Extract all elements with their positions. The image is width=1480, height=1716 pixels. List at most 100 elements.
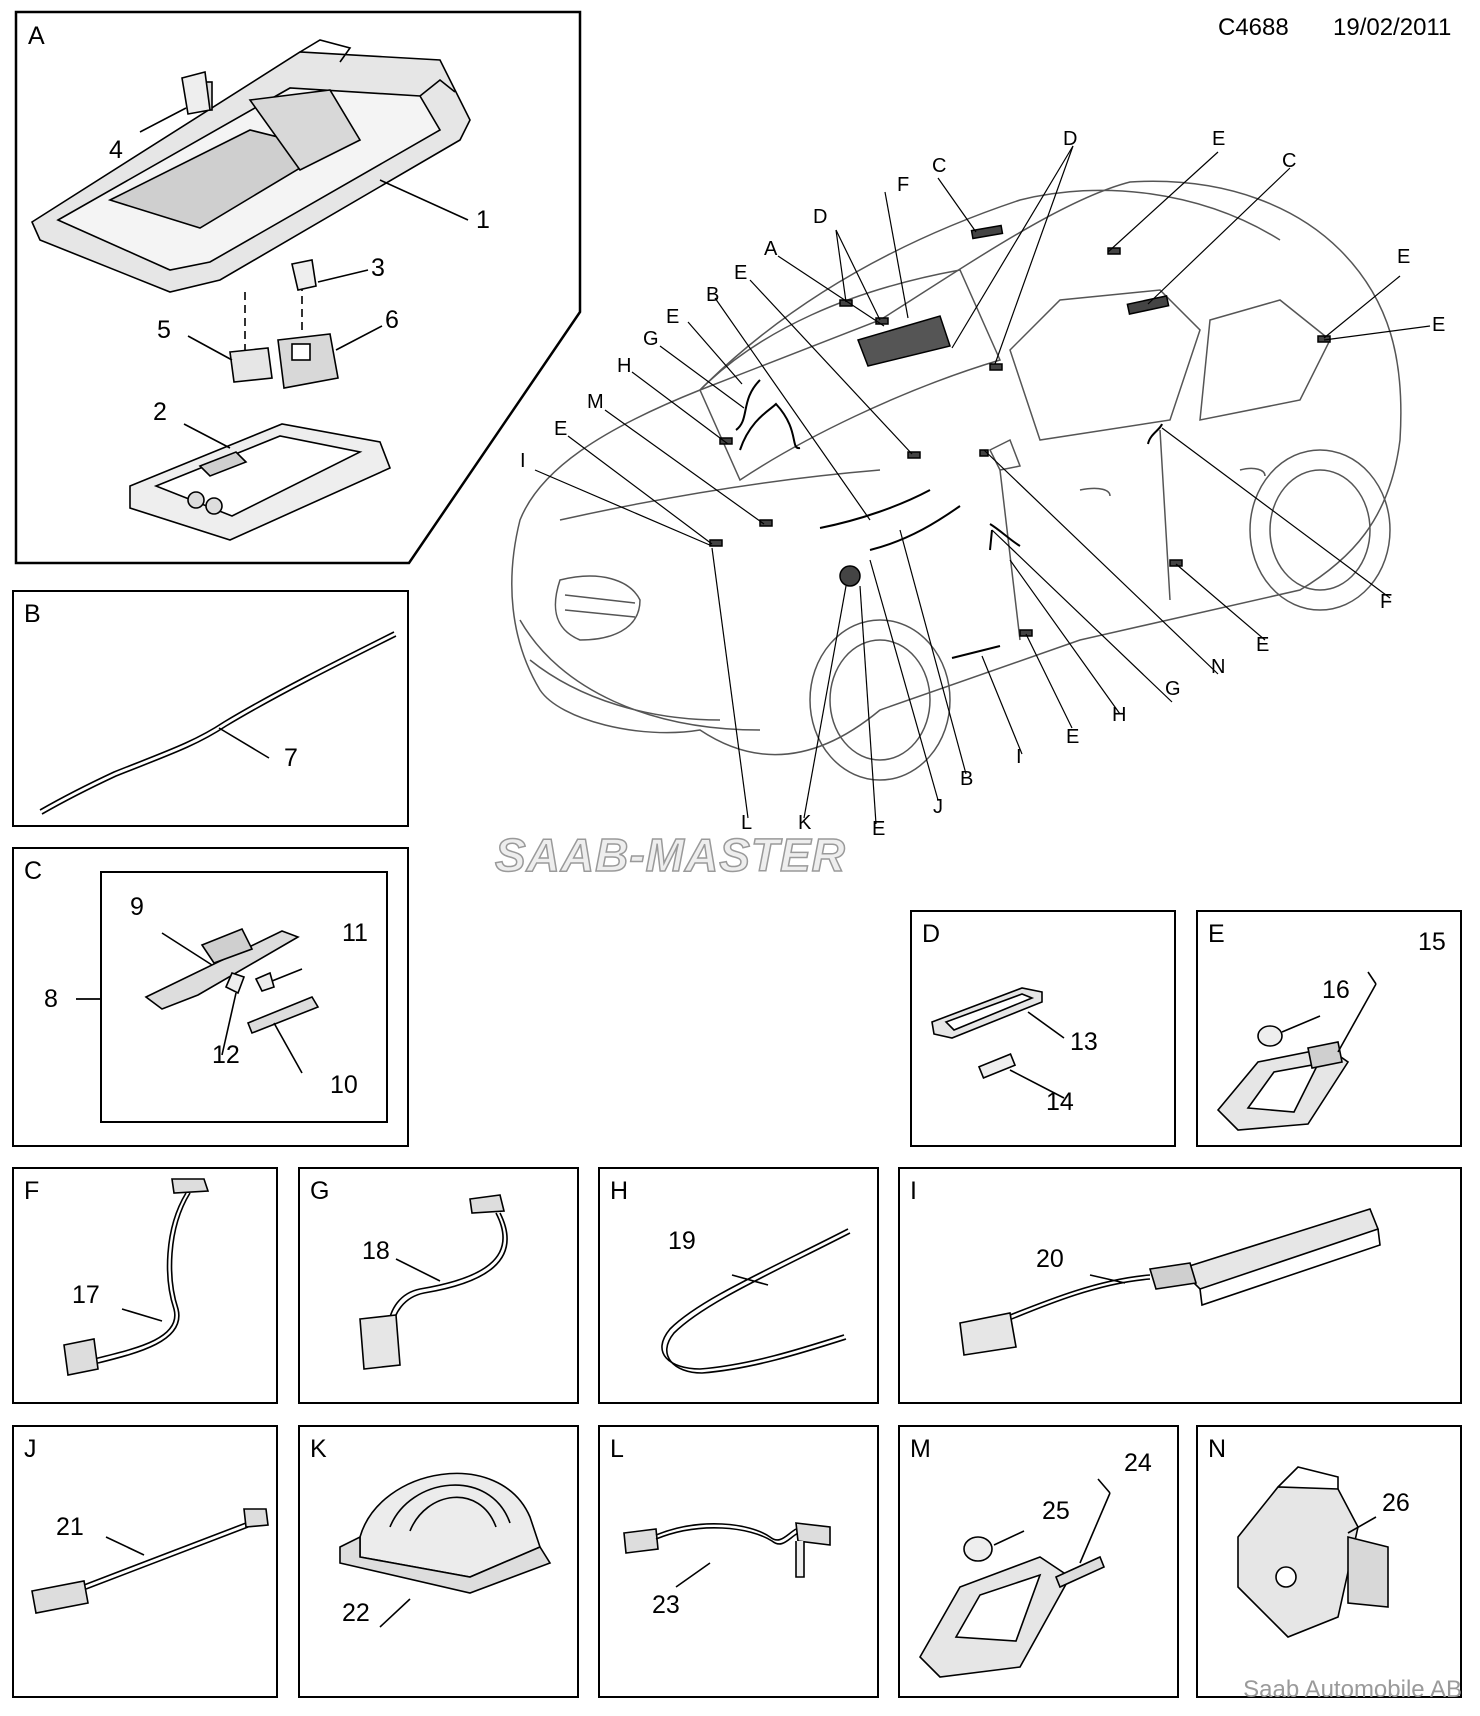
callout-9: 9 — [130, 893, 144, 921]
panel-k-label: K — [310, 1435, 327, 1463]
callout-20: 20 — [1036, 1245, 1064, 1273]
vehicle-callout-l: L — [741, 812, 753, 834]
vehicle-callout-h-bottom: H — [1112, 704, 1127, 726]
callout-6: 6 — [385, 306, 399, 334]
watermark-logo: SAAB-MASTER — [494, 828, 846, 882]
panel-n: N 26 — [1196, 1425, 1462, 1698]
panel-a-label: A — [28, 22, 45, 50]
panel-h: H 19 — [598, 1167, 879, 1404]
callout-10: 10 — [330, 1071, 358, 1099]
vehicle-callout-e-k: E — [872, 818, 886, 840]
callout-23: 23 — [652, 1591, 680, 1619]
lamp-cover-22-illustration — [339, 1472, 552, 1628]
vehicle-callout-i-bottom: I — [1016, 746, 1022, 768]
panel-m: M 24 25 — [898, 1425, 1179, 1698]
callout-21: 21 — [56, 1513, 84, 1541]
vehicle-callout-n: N — [1211, 656, 1226, 678]
callout-7: 7 — [284, 744, 298, 772]
panel-j-label: J — [24, 1435, 37, 1463]
switch-26-illustration — [1237, 1466, 1389, 1638]
vehicle-callout-b-top: B — [706, 284, 720, 306]
vehicle-callout-e-roof: E — [1212, 128, 1226, 150]
callout-2: 2 — [153, 398, 167, 426]
diagram-code: C4688 — [1218, 14, 1289, 41]
callout-18: 18 — [362, 1237, 390, 1265]
callout-8: 8 — [44, 985, 58, 1013]
panel-f-label: F — [24, 1177, 40, 1205]
harness-18-illustration — [359, 1194, 508, 1370]
panel-h-label: H — [610, 1177, 629, 1205]
footer-credit: Saab Automobile AB — [1243, 1676, 1462, 1703]
panel-b: B 7 — [12, 590, 409, 827]
vehicle-callout-i-top: E — [554, 418, 568, 440]
callout-3: 3 — [371, 254, 385, 282]
panel-c-inner: 9 11 12 10 — [100, 871, 388, 1123]
panel-c-leader-8 — [76, 998, 102, 1000]
callout-26: 26 — [1382, 1489, 1410, 1517]
vehicle-callout-e-right2: E — [1432, 314, 1446, 336]
vehicle-callout-e-left1: E — [734, 262, 748, 284]
callout-17: 17 — [72, 1281, 100, 1309]
vehicle-callout-f-right: F — [1380, 591, 1393, 613]
wiring-harness-7-illustration — [39, 631, 397, 815]
callout-25: 25 — [1042, 1497, 1070, 1525]
vehicle-callout-e-right3: E — [1256, 634, 1270, 656]
panel-k: K 22 — [298, 1425, 579, 1698]
vehicle-callout-k: K — [798, 812, 812, 834]
diagram-date: 19/02/2011 — [1333, 14, 1452, 41]
panel-c-label: C — [24, 857, 43, 885]
vehicle-callout-a: A — [764, 238, 778, 260]
panel-b-label: B — [24, 600, 41, 628]
vehicle-callout-d-left: D — [813, 206, 828, 228]
harness-21-illustration — [31, 1508, 269, 1614]
callout-11: 11 — [342, 919, 368, 947]
lamp-holder-24-illustration — [919, 1478, 1111, 1678]
panel-f: F 17 — [12, 1167, 278, 1404]
callout-13: 13 — [1070, 1028, 1098, 1056]
panel-g-label: G — [310, 1177, 330, 1205]
callout-14: 14 — [1046, 1088, 1074, 1116]
callout-5: 5 — [157, 316, 171, 344]
vehicle-callout-e-bottom: E — [1066, 726, 1080, 748]
cable-19-illustration — [661, 1228, 851, 1374]
panel-d-label: D — [922, 920, 941, 948]
callout-15: 15 — [1418, 928, 1446, 956]
panel-g: G 18 — [298, 1167, 579, 1404]
callout-1: 1 — [476, 206, 490, 234]
panel-j: J 21 — [12, 1425, 278, 1698]
panel-n-label: N — [1208, 1435, 1227, 1463]
panel-i-label: I — [910, 1177, 917, 1205]
lamp-holder-illustration — [1216, 971, 1377, 1131]
callout-19: 19 — [668, 1227, 696, 1255]
vehicle-callout-c-rear: C — [1282, 150, 1297, 172]
panel-e: E 15 16 — [1196, 910, 1462, 1147]
vehicle-callout-e-left2: M — [587, 391, 604, 413]
sill-light-20-illustration — [959, 1208, 1381, 1356]
panel-m-label: M — [910, 1435, 931, 1463]
vehicle-callout-c-front: C — [932, 155, 947, 177]
panel-l-label: L — [610, 1435, 624, 1463]
vehicle-callout-m: H — [617, 355, 632, 377]
panel-d: D 13 14 — [910, 910, 1176, 1147]
panel-e-label: E — [1208, 920, 1225, 948]
vehicle-callout-g-bottom: G — [1165, 678, 1181, 700]
vehicle-callout-g-top: E — [666, 306, 680, 328]
panel-i: I 20 — [898, 1167, 1462, 1404]
vehicle-callout-d-top: D — [1063, 128, 1078, 150]
vehicle-callout-j: J — [933, 796, 943, 818]
vehicle-callout-e-left3: I — [520, 450, 526, 472]
vehicle-callout-b-bottom: B — [960, 768, 974, 790]
vehicle-callout-f-top: F — [897, 174, 910, 196]
harness-17-illustration — [63, 1178, 210, 1376]
callout-22: 22 — [342, 1599, 370, 1627]
front-light-assembly-illustration — [144, 927, 320, 1074]
courtesy-light-illustration — [931, 987, 1065, 1099]
panel-c: C 8 9 11 12 10 — [12, 847, 409, 1147]
panel-l: L 23 — [598, 1425, 879, 1698]
vehicle-callout-h-top: G — [643, 328, 659, 350]
callout-12: 12 — [212, 1041, 240, 1069]
harness-23-illustration — [623, 1522, 831, 1588]
callout-24: 24 — [1124, 1449, 1152, 1477]
callout-16: 16 — [1322, 976, 1350, 1004]
vehicle-callout-e-right1: E — [1397, 246, 1411, 268]
